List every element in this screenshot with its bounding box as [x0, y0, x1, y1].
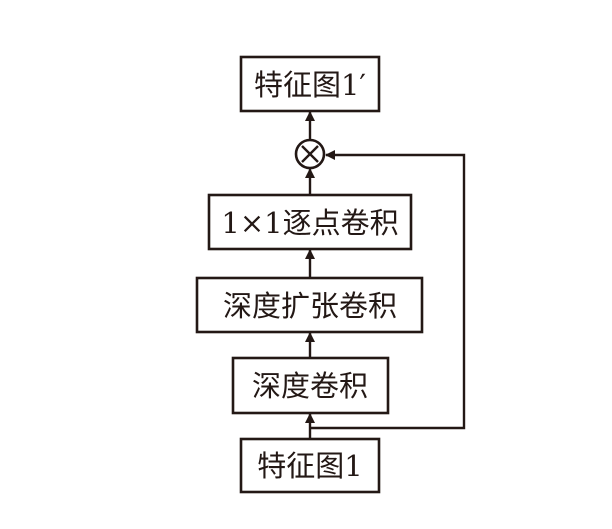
multiply-node — [294, 138, 326, 170]
node-dilated-label: 深度扩张卷积 — [223, 289, 397, 323]
node-depthwise-label: 深度卷积 — [252, 369, 368, 403]
node-pointwise-conv: 1×1逐点卷积 — [207, 193, 413, 251]
skip-connection-arrow — [310, 150, 466, 430]
node-depthwise-conv: 深度卷积 — [231, 356, 390, 415]
node-dilated-conv: 深度扩张卷积 — [195, 276, 424, 334]
node-output: 特征图1′ — [239, 55, 381, 113]
multiply-icon-stroke — [301, 145, 319, 163]
node-pointwise-label: 1×1逐点卷积 — [221, 206, 398, 240]
node-input: 特征图1 — [239, 437, 381, 494]
node-input-label: 特征图1 — [257, 449, 362, 483]
node-output-label: 特征图1′ — [254, 68, 366, 102]
